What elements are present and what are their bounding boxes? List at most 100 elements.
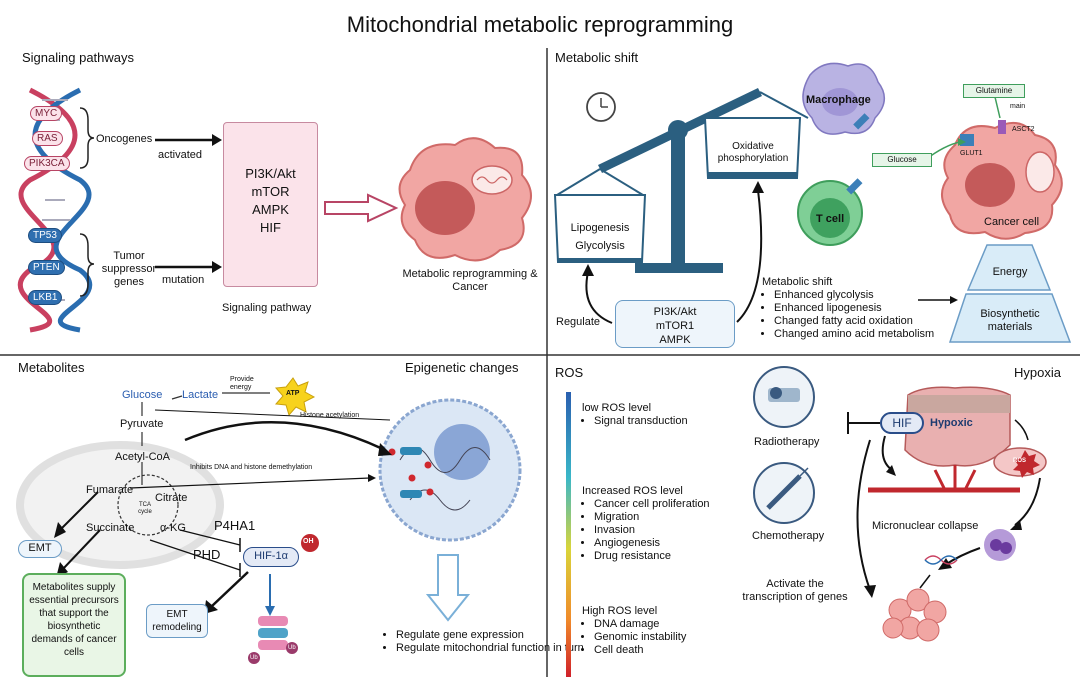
increased-ros-section: Increased ROS level Cancer cell prolifer… [582, 485, 710, 563]
high-ros-section: High ROS level DNA damage Genomic instab… [582, 605, 686, 657]
atp-label: ATP [286, 390, 300, 397]
low-ros-item: Signal transduction [594, 415, 688, 428]
shift-item: Changed fatty acid oxidation [774, 315, 934, 328]
regulator-item: AMPK [659, 334, 691, 346]
metabolites-panel-title: Metabolites [18, 360, 85, 375]
shift-item: Enhanced glycolysis [774, 289, 934, 302]
mutation-label: mutation [162, 274, 205, 286]
akg-node: α-KG [160, 522, 186, 534]
low-ros-section: low ROS level Signal transduction [582, 402, 688, 428]
shift-heading: Metabolic shift [762, 276, 833, 288]
regulator-item: PI3K/Akt [653, 306, 697, 318]
gene-regulation-item: Regulate mitochondrial function in turn [396, 642, 584, 655]
main-title: Mitochondrial metabolic reprogramming [346, 12, 734, 37]
regulator-box: PI3K/Akt mTOR1 AMPK [615, 300, 735, 348]
signaling-pathway-caption: Signaling pathway [222, 302, 312, 314]
ub-label: Ub [288, 645, 296, 651]
low-ros-heading: low ROS level [582, 402, 652, 414]
asct2-label: ASCT2 [1012, 126, 1035, 133]
micronuclear-collapse-label: Micronuclear collapse [872, 520, 979, 532]
radiotherapy-label: Radiotherapy [754, 436, 820, 448]
metabolic-shift-panel-title: Metabolic shift [555, 50, 639, 65]
lactate-node: Lactate [182, 389, 219, 401]
cancer-caption: Metabolic reprogramming & Cancer [402, 268, 538, 293]
left-pan-text: Lipogenesis Glycolysis [568, 219, 632, 255]
high-ros-item: Cell death [594, 644, 686, 657]
regulator-item: mTOR1 [655, 320, 695, 332]
tca-cycle-label: TCA cycle [138, 502, 152, 515]
citrate-node: Citrate [155, 492, 188, 504]
shift-item: Changed amino acid metabolism [774, 328, 934, 341]
cancer-cell-label: Cancer cell [984, 216, 1040, 228]
gene-regulation-item: Regulate gene expression [396, 629, 584, 642]
activated-label: activated [158, 149, 203, 161]
gene-lkb1: LKB1 [28, 290, 63, 305]
high-ros-heading: High ROS level [582, 605, 658, 617]
energy-label: Energy [992, 266, 1028, 278]
phosphorylation-label: phosphorylation [717, 153, 789, 164]
gene-ras: RAS [32, 131, 63, 146]
high-ros-item: DNA damage [594, 618, 686, 631]
pathway-item: HIF [260, 220, 281, 235]
chemotherapy-label: Chemotherapy [752, 530, 825, 542]
tumor-suppressor-label: Tumor suppressor genes [101, 250, 157, 288]
pathway-item: mTOR [251, 184, 290, 199]
ros-panel-title: ROS [555, 365, 584, 380]
inhibits-label: Inhibits DNA and histone demethylation [190, 464, 313, 471]
glutamine-tag: Glutamine [963, 84, 1025, 98]
right-pan-text: Oxidative phosphorylation [705, 141, 801, 165]
biosynthetic-label: Biosynthetic materials [980, 308, 1040, 333]
phd-label: PHD [193, 547, 221, 562]
hif-node: HIF [880, 412, 924, 434]
oncogenes-label: Oncogenes [96, 133, 153, 145]
activate-transcription-label: Activate the transcription of genes [742, 578, 848, 603]
gene-pten: PTEN [28, 260, 65, 275]
shift-item: Enhanced lipogenesis [774, 302, 934, 315]
emt-remodeling-node: EMT remodeling [146, 604, 208, 638]
pathway-item: PI3K/Akt [245, 166, 296, 181]
emt-node: EMT [18, 540, 62, 558]
glycolysis-label: Glycolysis [575, 240, 625, 252]
p4ha1-label: P4HA1 [214, 518, 256, 533]
signaling-pathway-box: PI3K/Akt mTOR AMPK HIF [223, 122, 318, 287]
glut1-label: GLUT1 [960, 150, 983, 157]
glucose-tag: Glucose [872, 153, 932, 167]
main-label: main [1010, 103, 1026, 110]
gene-myc: MYC [30, 106, 63, 121]
pathway-item: AMPK [252, 202, 289, 217]
oxidative-label: Oxidative [732, 141, 774, 152]
succinate-node: Succinate [86, 522, 135, 534]
regulate-label: Regulate [556, 316, 601, 328]
ros-badge: ROS [1013, 458, 1027, 464]
lipogenesis-label: Lipogenesis [570, 222, 630, 234]
hif1a-node: HIF-1α [243, 547, 299, 567]
increased-ros-item: Invasion [594, 524, 710, 537]
increased-ros-item: Angiogenesis [594, 537, 710, 550]
shift-list: Metabolic shift Enhanced glycolysis Enha… [762, 276, 934, 341]
increased-ros-item: Migration [594, 511, 710, 524]
fumarate-node: Fumarate [86, 484, 134, 496]
oh-badge: OH [303, 538, 314, 545]
acetyl-coa-node: Acetyl-CoA [115, 451, 171, 463]
increased-ros-item: Cancer cell proliferation [594, 498, 710, 511]
increased-ros-item: Drug resistance [594, 550, 710, 563]
histone-acetylation-label: Histone acetylation [300, 412, 360, 419]
epigenetic-panel-title: Epigenetic changes [405, 360, 519, 375]
provide-energy-label: Provide energy [230, 376, 254, 391]
pyruvate-node: Pyruvate [120, 418, 164, 430]
hypoxia-panel-title: Hypoxia [1014, 365, 1061, 380]
macrophage-label: Macrophage [806, 94, 871, 106]
high-ros-item: Genomic instability [594, 631, 686, 644]
gene-tp53: TP53 [28, 228, 62, 243]
tcell-label: T cell [816, 213, 845, 225]
metabolites-info-box: Metabolites supply essential precursors … [22, 573, 126, 677]
gene-regulation-list: Regulate gene expression Regulate mitoch… [384, 629, 584, 655]
hypoxic-label: Hypoxic [930, 417, 973, 429]
increased-ros-heading: Increased ROS level [582, 485, 683, 497]
